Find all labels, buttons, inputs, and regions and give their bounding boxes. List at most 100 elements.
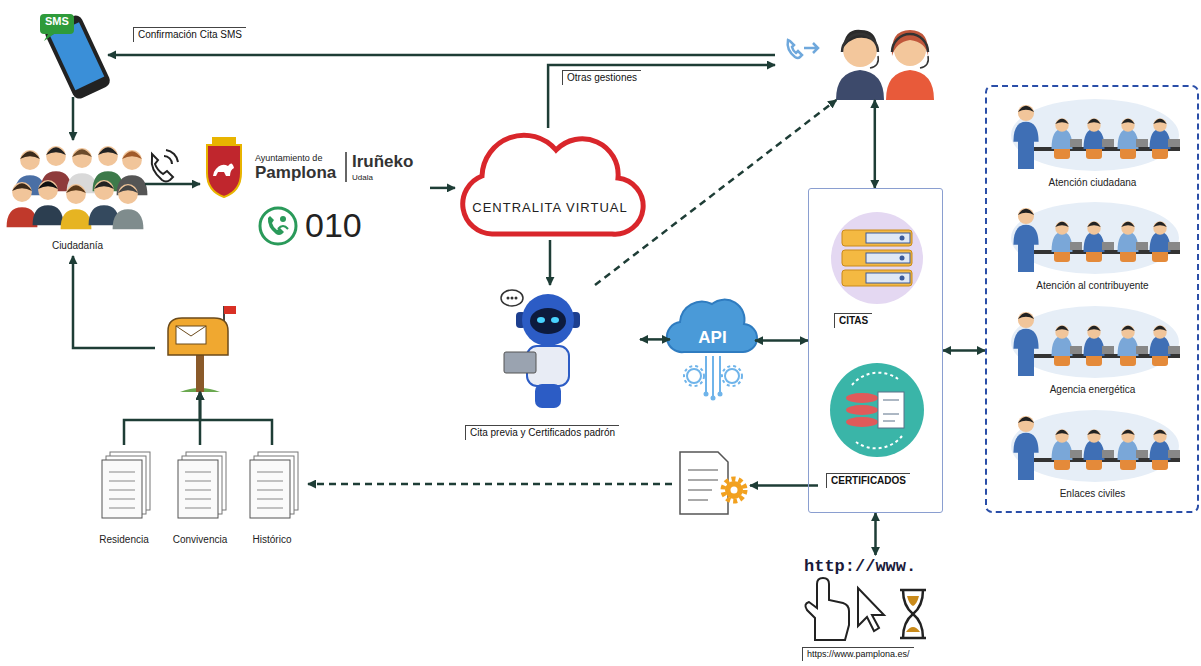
office-laptop (1070, 139, 1082, 147)
city-logo (213, 163, 234, 176)
office-person (1121, 429, 1135, 443)
document-line (109, 499, 135, 500)
node-label: Agencia energética (1000, 384, 1185, 396)
office-person (1153, 119, 1167, 124)
document-line (109, 481, 135, 482)
office-person (1018, 452, 1034, 480)
node-label: Udala (352, 173, 373, 183)
office-laptop (1168, 450, 1180, 458)
handset-icon (164, 156, 172, 164)
document-node: Histórico (236, 445, 308, 550)
office-laptop (1070, 346, 1082, 354)
node-label: Iruñeko (352, 152, 413, 172)
office-person (1121, 119, 1135, 124)
office-person (1018, 417, 1034, 423)
office-person (1055, 429, 1069, 443)
document-line (109, 508, 135, 509)
office-person (1121, 222, 1135, 227)
document-line (257, 490, 283, 491)
office-laptop (1102, 450, 1114, 458)
connector (548, 65, 775, 128)
office-person (1153, 429, 1167, 443)
connector (755, 339, 808, 342)
operators-icon (843, 33, 877, 67)
robot-icon (504, 352, 536, 373)
mailbox-icon (224, 306, 236, 314)
operators-icon (870, 56, 878, 68)
certificates-icon (830, 363, 924, 457)
api-cloud (718, 392, 723, 397)
node-label: Residencia (88, 534, 160, 546)
person-figure (98, 147, 118, 155)
office-laptop (1070, 242, 1082, 250)
office-person (1052, 336, 1073, 356)
node-label: Histórico (236, 534, 308, 546)
database-icon (842, 250, 912, 266)
office-person (1055, 222, 1069, 227)
connector (73, 256, 155, 348)
dashed-connector (308, 483, 672, 486)
edge-label: Confirmación Cita SMS (133, 27, 246, 42)
robot-icon (515, 297, 518, 300)
api-cloud (704, 392, 709, 397)
document-node: Convivencia (162, 445, 238, 550)
certificate-gear-icon (680, 452, 728, 514)
certificates-icon (846, 417, 878, 427)
robot-icon (530, 308, 566, 334)
node-label: Atención al contribuyente (1000, 280, 1185, 292)
api-cloud (722, 366, 742, 386)
mailbox-icon (168, 306, 236, 392)
api-cloud (667, 300, 757, 401)
operators-icon (920, 56, 928, 68)
city-logo (260, 208, 296, 244)
office-laptop (1136, 139, 1148, 147)
certificates-db: CERTIFICADOS (818, 355, 936, 505)
person-figure (72, 149, 92, 157)
office-person (1084, 440, 1105, 460)
office-person (1153, 118, 1167, 132)
office-person (1018, 312, 1034, 328)
robot-icon (535, 384, 561, 408)
office-person (1013, 225, 1038, 245)
certificate-gear-icon (688, 470, 718, 471)
person-figure (98, 146, 118, 166)
database-icon (866, 253, 910, 263)
virtual-switchboard: CENTRALITA VIRTUAL (455, 128, 645, 240)
operators-icon (892, 34, 928, 52)
document-line (185, 499, 211, 500)
office-person (1153, 430, 1167, 435)
office-person (1087, 222, 1101, 227)
connector (124, 392, 200, 445)
certificates-icon (846, 405, 878, 415)
office-person (1121, 118, 1135, 132)
bracket-label: Cita previa y Certificados padrón (465, 425, 619, 440)
office-laptop (1168, 242, 1180, 250)
certificate-gear-icon (680, 452, 745, 514)
operators-icon (886, 70, 934, 100)
document-line (257, 472, 283, 473)
api-node: API (670, 288, 755, 400)
document-sheet (102, 460, 142, 518)
document-line (185, 490, 211, 491)
person-figure (94, 180, 114, 200)
office-person (1013, 433, 1038, 453)
office-ground (1011, 306, 1179, 378)
office-person (1118, 129, 1139, 149)
city-logo (280, 216, 286, 222)
office-person (1150, 129, 1171, 149)
operators-icon (804, 43, 818, 53)
office-laptop (1136, 450, 1148, 458)
api-cloud (712, 356, 714, 396)
office-node: Atención al contribuyente (1000, 198, 1185, 298)
office-person (1055, 221, 1069, 235)
office-person (1118, 336, 1139, 356)
office-person (1018, 106, 1034, 112)
node-label: Pamplona (255, 163, 336, 183)
office-person (1153, 325, 1167, 339)
certificate-gear-icon (688, 500, 708, 501)
certificates-icon (830, 363, 924, 457)
person-figure (122, 151, 142, 159)
office-laptop (1136, 242, 1148, 250)
